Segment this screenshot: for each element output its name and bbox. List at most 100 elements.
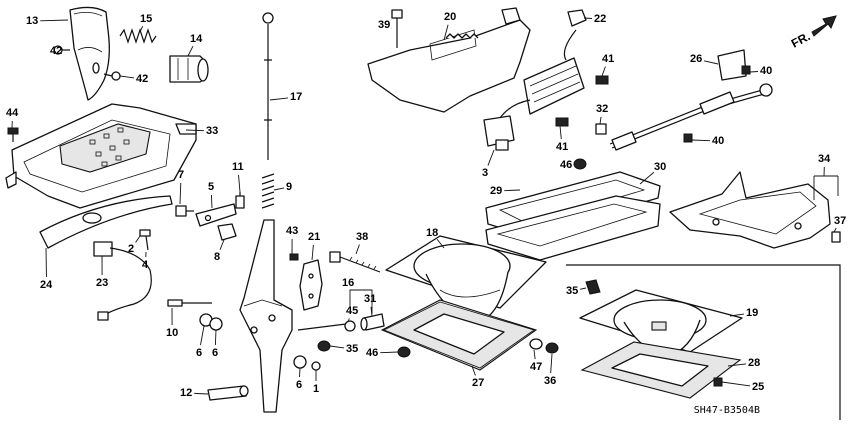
clip-37 (831, 231, 841, 243)
shift-lock-bracket (367, 7, 531, 113)
leader-line (185, 129, 205, 132)
leader-line (639, 171, 655, 185)
inset-bolt-25 (713, 377, 723, 387)
mount-bracket (669, 171, 831, 249)
console-cover (5, 103, 197, 209)
leader-line (40, 19, 69, 22)
inset-plate (580, 341, 742, 399)
callout-8: 8 (214, 251, 220, 263)
detent-plate (299, 259, 323, 311)
callout-28: 28 (748, 357, 760, 369)
callout-33: 33 (206, 125, 218, 137)
pivot-spacer (199, 313, 307, 369)
callout-32: 32 (596, 103, 608, 115)
callout-29: 29 (490, 185, 502, 197)
callout-6: 6 (296, 379, 302, 391)
callout-35: 35 (346, 343, 358, 355)
switch-11 (235, 192, 245, 209)
shift-cable (609, 83, 773, 151)
leader-line (443, 24, 449, 41)
leader-line (119, 75, 135, 79)
callout-31: 31 (364, 293, 376, 305)
callout-9: 9 (286, 181, 292, 193)
callout-20: 20 (444, 11, 456, 23)
callout-39: 39 (378, 19, 390, 31)
leader-line (380, 351, 399, 354)
leader-line (139, 26, 144, 33)
pivot-bolt (167, 299, 212, 307)
leader-line (135, 235, 141, 243)
lever-bushing (217, 223, 237, 241)
leader-line (273, 187, 285, 191)
leader-line (329, 345, 345, 349)
callout-34: 34 (818, 153, 831, 165)
pin-45 (344, 320, 356, 332)
long-bolt (329, 251, 381, 273)
callout-16: 16 (342, 277, 354, 289)
leader-line (436, 238, 445, 249)
nut-1 (311, 361, 321, 371)
shift-knob (69, 6, 110, 101)
nut-47 (529, 338, 543, 350)
callout-13: 13 (26, 15, 38, 27)
leader-line (179, 182, 182, 205)
cover-screw (7, 127, 19, 142)
callout-30: 30 (654, 161, 666, 173)
lock-clip-22 (567, 9, 587, 27)
pin-shaft (297, 323, 347, 331)
callout-7: 7 (178, 169, 184, 181)
leader-line (370, 306, 373, 317)
callout-19: 19 (746, 307, 758, 319)
leader-line (559, 125, 562, 140)
nut-46b (397, 346, 411, 358)
callout-numbers: 1 2 3 4 5 6 6 6 7 8 9 10 11 12 13 14 15 … (6, 11, 846, 399)
callout-35: 35 (566, 285, 578, 297)
leader-line (487, 149, 495, 166)
callout-42: 42 (136, 73, 148, 85)
callout-5: 5 (208, 181, 214, 193)
callout-27: 27 (472, 377, 484, 389)
leader-line (238, 174, 241, 193)
indicator-harness (93, 241, 152, 321)
leader-line (691, 139, 711, 142)
front-arrow-icon: FR. (789, 15, 837, 51)
pin-31 (360, 313, 385, 331)
callout-6: 6 (196, 347, 202, 359)
callout-42: 42 (50, 45, 62, 57)
callout-36: 36 (544, 375, 556, 387)
shift-lock-solenoid (499, 29, 585, 119)
screw-41 (555, 75, 609, 127)
callout-26: 26 (690, 53, 702, 65)
leader-line (601, 66, 606, 77)
callout-1: 1 (313, 383, 319, 395)
callout-12: 12 (180, 387, 192, 399)
callout-17: 17 (290, 91, 302, 103)
lever-bracket (195, 203, 237, 227)
leader-line (721, 381, 751, 387)
group-bracket-34 (813, 175, 839, 200)
leader-line (471, 365, 476, 376)
bolt-43 (289, 253, 299, 261)
shift-rod (262, 12, 274, 160)
leader-line (550, 353, 553, 374)
callout-41: 41 (602, 53, 614, 65)
indicator-bulb (139, 229, 151, 251)
boot-plate (380, 299, 538, 371)
callout-40: 40 (760, 65, 772, 77)
callout-45: 45 (346, 305, 358, 317)
shift-lever (239, 219, 293, 413)
drawing-code: SH47-B3504B (694, 405, 760, 416)
nut-35 (317, 340, 331, 352)
leader-line (833, 227, 837, 233)
leader-line (311, 244, 314, 261)
rod-spring (261, 173, 275, 209)
leader-line (219, 239, 225, 250)
leader-lines (11, 17, 837, 395)
callout-18: 18 (426, 227, 438, 239)
leader-line (703, 60, 719, 65)
leader-line (355, 244, 360, 255)
callout-46: 46 (366, 347, 378, 359)
leader-line (533, 349, 536, 360)
